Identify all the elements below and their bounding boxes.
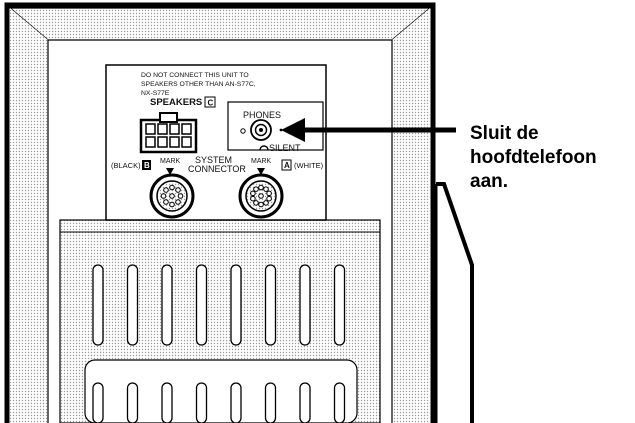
vent-slot xyxy=(230,264,242,346)
vent-slot-lower xyxy=(126,382,139,423)
terminal-pin xyxy=(169,136,180,148)
vent-slot-lower xyxy=(92,382,104,423)
warning-text-2: SPEAKERS OTHER THAN AN-S77C, xyxy=(141,81,256,88)
connector-pin xyxy=(169,193,175,199)
speakers-letter: C xyxy=(208,99,214,108)
cabinet xyxy=(4,2,474,423)
vent-slot xyxy=(264,264,277,346)
terminal-pin xyxy=(181,136,192,148)
connector-pin xyxy=(266,190,272,197)
terminal-pin xyxy=(169,123,180,135)
connector-pin xyxy=(163,199,169,205)
white-letter-box xyxy=(281,159,292,171)
vent-slot xyxy=(126,264,139,346)
indicator-dot xyxy=(240,128,246,134)
connector-pin xyxy=(175,199,181,205)
connector-label: CONNECTOR xyxy=(188,164,246,174)
callout-text: Sluit de hoofdtelefoon aan. xyxy=(470,122,630,194)
terminal-pin xyxy=(157,123,168,135)
mark-triangle-left xyxy=(166,168,174,175)
mark-triangle-right xyxy=(257,168,265,175)
connector-pin xyxy=(169,184,175,191)
callout-arrow xyxy=(281,118,456,142)
connector-pin xyxy=(266,195,272,202)
vent-slot-lower xyxy=(230,382,242,423)
connector-pin xyxy=(177,193,184,199)
phones-jack[interactable] xyxy=(250,119,272,141)
connector-pin xyxy=(250,190,256,197)
terminal-pin xyxy=(157,136,168,148)
terminal-pin xyxy=(145,123,156,135)
system-label: SYSTEM xyxy=(195,155,232,165)
connector-pin xyxy=(160,193,167,199)
vent-slot-lower xyxy=(195,382,208,423)
black-label: (BLACK) xyxy=(111,161,141,170)
white-label: (WHITE) xyxy=(294,161,324,170)
silent-label: SILENT xyxy=(269,143,301,153)
connector-pin xyxy=(253,186,259,192)
vent-slot xyxy=(92,264,104,346)
vent-slot-lower xyxy=(299,382,311,423)
speakers-label: SPEAKERS xyxy=(150,97,202,108)
white-letter: A xyxy=(284,161,290,170)
callout-line-1: Sluit de xyxy=(470,123,539,144)
black-letter-box xyxy=(142,160,151,170)
callout-line-3: aan. xyxy=(470,171,509,192)
vent-slot xyxy=(299,264,311,346)
speakers-letter-box xyxy=(204,96,216,108)
terminal-pin xyxy=(145,136,156,148)
connector-pin xyxy=(169,201,175,208)
warning-text-1: DO NOT CONNECT THIS UNIT TO xyxy=(141,72,249,79)
headphones-icon xyxy=(259,145,269,151)
vent-slot-lower xyxy=(333,382,346,423)
connector-pin xyxy=(175,187,181,193)
phones-label: PHONES xyxy=(243,110,281,120)
warning-text-3: NX-S77E xyxy=(141,90,170,97)
vent-slot-lower xyxy=(264,382,277,423)
connector-pin xyxy=(258,184,264,191)
connector-pin xyxy=(258,201,264,208)
mark-right-label: MARK xyxy=(251,158,272,165)
phones-section-box xyxy=(227,101,324,151)
vent-slot xyxy=(195,264,208,346)
speaker-terminal[interactable] xyxy=(139,112,198,154)
vent-grille xyxy=(59,219,381,423)
connector-pin xyxy=(253,200,259,206)
vent-slot xyxy=(333,264,346,346)
black-letter: B xyxy=(144,161,150,170)
connector-pin xyxy=(163,187,169,193)
connector-pin xyxy=(263,200,269,206)
connector-pin xyxy=(263,186,269,192)
vent-slot xyxy=(161,264,173,346)
connector-pin xyxy=(250,195,256,202)
callout-line-2: hoofdtelefoon xyxy=(470,147,597,168)
mark-left-label: MARK xyxy=(160,158,181,165)
connector-pin xyxy=(258,193,264,199)
terminal-pin xyxy=(181,123,192,135)
connector-panel: DO NOT CONNECT THIS UNIT TO SPEAKERS OTH… xyxy=(105,64,327,221)
system-connector-black[interactable] xyxy=(149,173,195,219)
system-connector-white[interactable] xyxy=(238,173,284,219)
vent-slot-lower xyxy=(161,382,173,423)
